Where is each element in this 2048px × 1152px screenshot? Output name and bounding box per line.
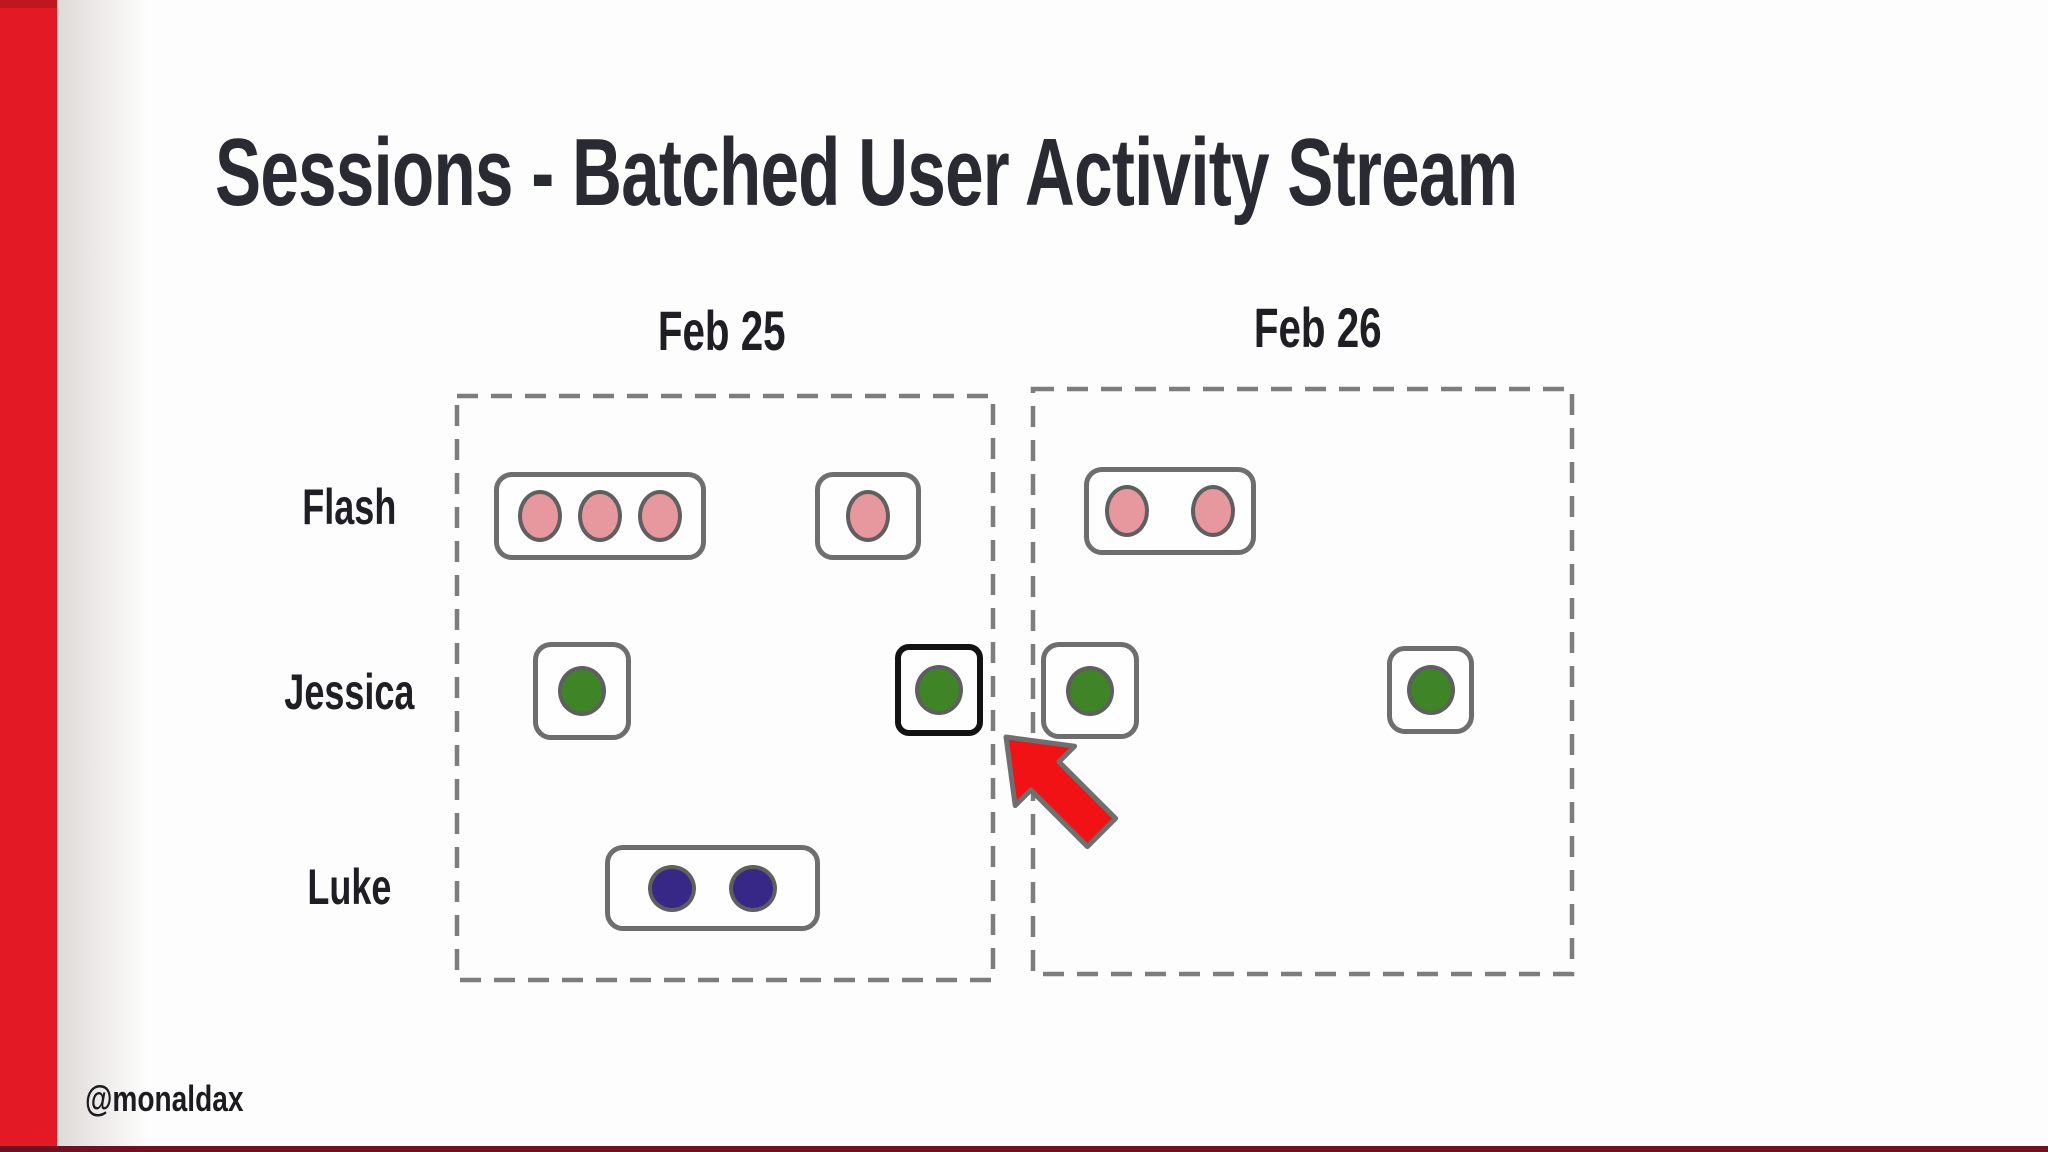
annotation-arrow: [1003, 734, 1119, 850]
row-label-jessica: Jessica: [283, 664, 415, 720]
session-box-jessica-1: [533, 642, 631, 740]
pink-event-dot: [578, 490, 622, 542]
slide-title: Sessions - Batched User Activity Stream: [215, 119, 1518, 226]
row-label-flash: Flash: [301, 479, 397, 535]
red-arrow-icon: [1003, 734, 1119, 850]
column-label-feb-26: Feb 26: [1254, 296, 1382, 359]
left-accent-bar-cap: [0, 0, 57, 8]
row-label-luke: Luke: [306, 859, 392, 915]
purple-event-dot: [729, 864, 777, 912]
pink-event-dot: [638, 490, 682, 542]
session-box-luke-1: [605, 845, 820, 931]
green-event-dot: [1066, 665, 1114, 716]
bottom-accent-strip: [0, 1146, 2048, 1152]
session-box-flash-2: [815, 472, 921, 560]
left-accent-bar: [0, 0, 57, 1152]
author-handle: @monaldax: [85, 1078, 244, 1119]
purple-event-dot: [648, 864, 696, 912]
pink-event-dot: [1105, 485, 1149, 537]
pink-event-dot: [846, 490, 890, 542]
green-event-dot: [558, 666, 606, 716]
green-event-dot: [1406, 665, 1455, 715]
green-event-dot: [915, 665, 963, 715]
column-label-feb-25: Feb 25: [658, 299, 786, 362]
pink-event-dot: [518, 490, 562, 542]
pink-event-dot: [1191, 485, 1235, 537]
session-box-flash-1: [494, 472, 706, 560]
session-box-jessica-3: [1041, 642, 1139, 739]
session-box-jessica-2-highlighted: [895, 644, 983, 736]
session-box-flash-3: [1084, 467, 1256, 555]
sidebar-shadow: [57, 0, 147, 1152]
session-box-jessica-4: [1387, 646, 1474, 734]
